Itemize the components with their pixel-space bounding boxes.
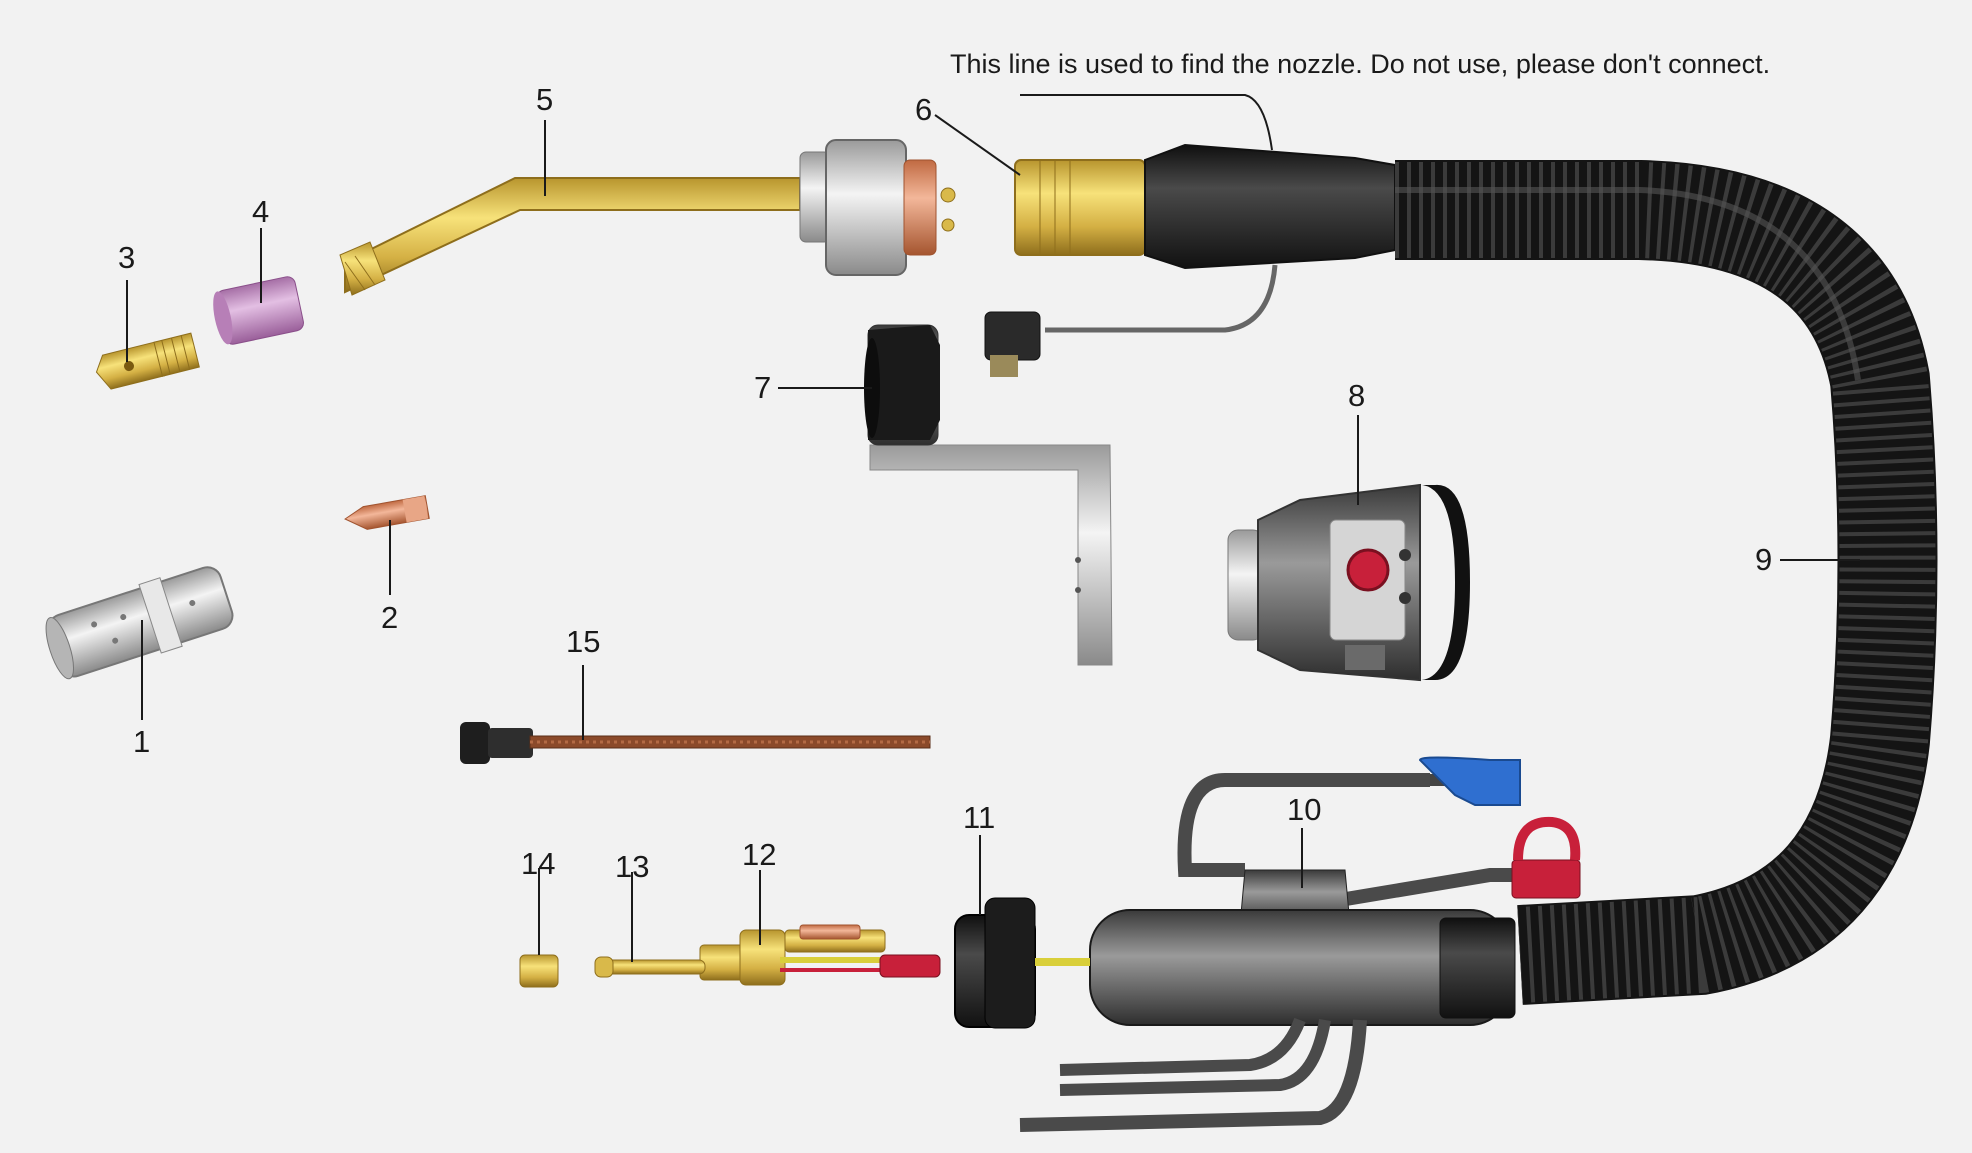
mounting-bracket-part xyxy=(864,324,1113,666)
callout-12: 12 xyxy=(742,837,776,872)
small-nut-part xyxy=(519,954,559,988)
callout-7: 7 xyxy=(754,370,771,405)
callout-8: 8 xyxy=(1348,378,1365,413)
gas-diffuser-part xyxy=(213,276,304,345)
callout-11: 11 xyxy=(963,800,995,835)
callout-13: 13 xyxy=(615,849,649,884)
callout-4: 4 xyxy=(252,194,269,229)
callout-14: 14 xyxy=(521,846,555,881)
clamping-nut-part xyxy=(954,897,1090,1029)
wire-liner-part xyxy=(460,722,931,764)
swan-neck-part xyxy=(339,139,956,296)
callout-15: 15 xyxy=(566,624,600,659)
contact-tip-part xyxy=(344,495,430,530)
callout-5: 5 xyxy=(536,82,553,117)
callout-6: 6 xyxy=(915,92,932,127)
sensor-line-note: This line is used to find the nozzle. Do… xyxy=(950,49,1770,79)
central-connector-part xyxy=(699,924,941,986)
callout-3: 3 xyxy=(118,240,135,275)
tip-holder-part xyxy=(95,332,200,390)
torch-body-connector-part xyxy=(984,94,1396,377)
callout-2: 2 xyxy=(381,600,398,635)
callout-10: 10 xyxy=(1287,792,1321,827)
connector-pin-part xyxy=(594,956,706,978)
callout-1: 1 xyxy=(133,724,150,759)
nozzle-part xyxy=(45,566,234,680)
rear-handle-cable-assembly-part xyxy=(1019,756,1581,1132)
leader-lines xyxy=(126,114,1860,962)
collision-sensor-part xyxy=(1227,483,1470,682)
callout-9: 9 xyxy=(1755,542,1772,577)
corrugated-cable-hose-part xyxy=(1395,160,1938,1005)
